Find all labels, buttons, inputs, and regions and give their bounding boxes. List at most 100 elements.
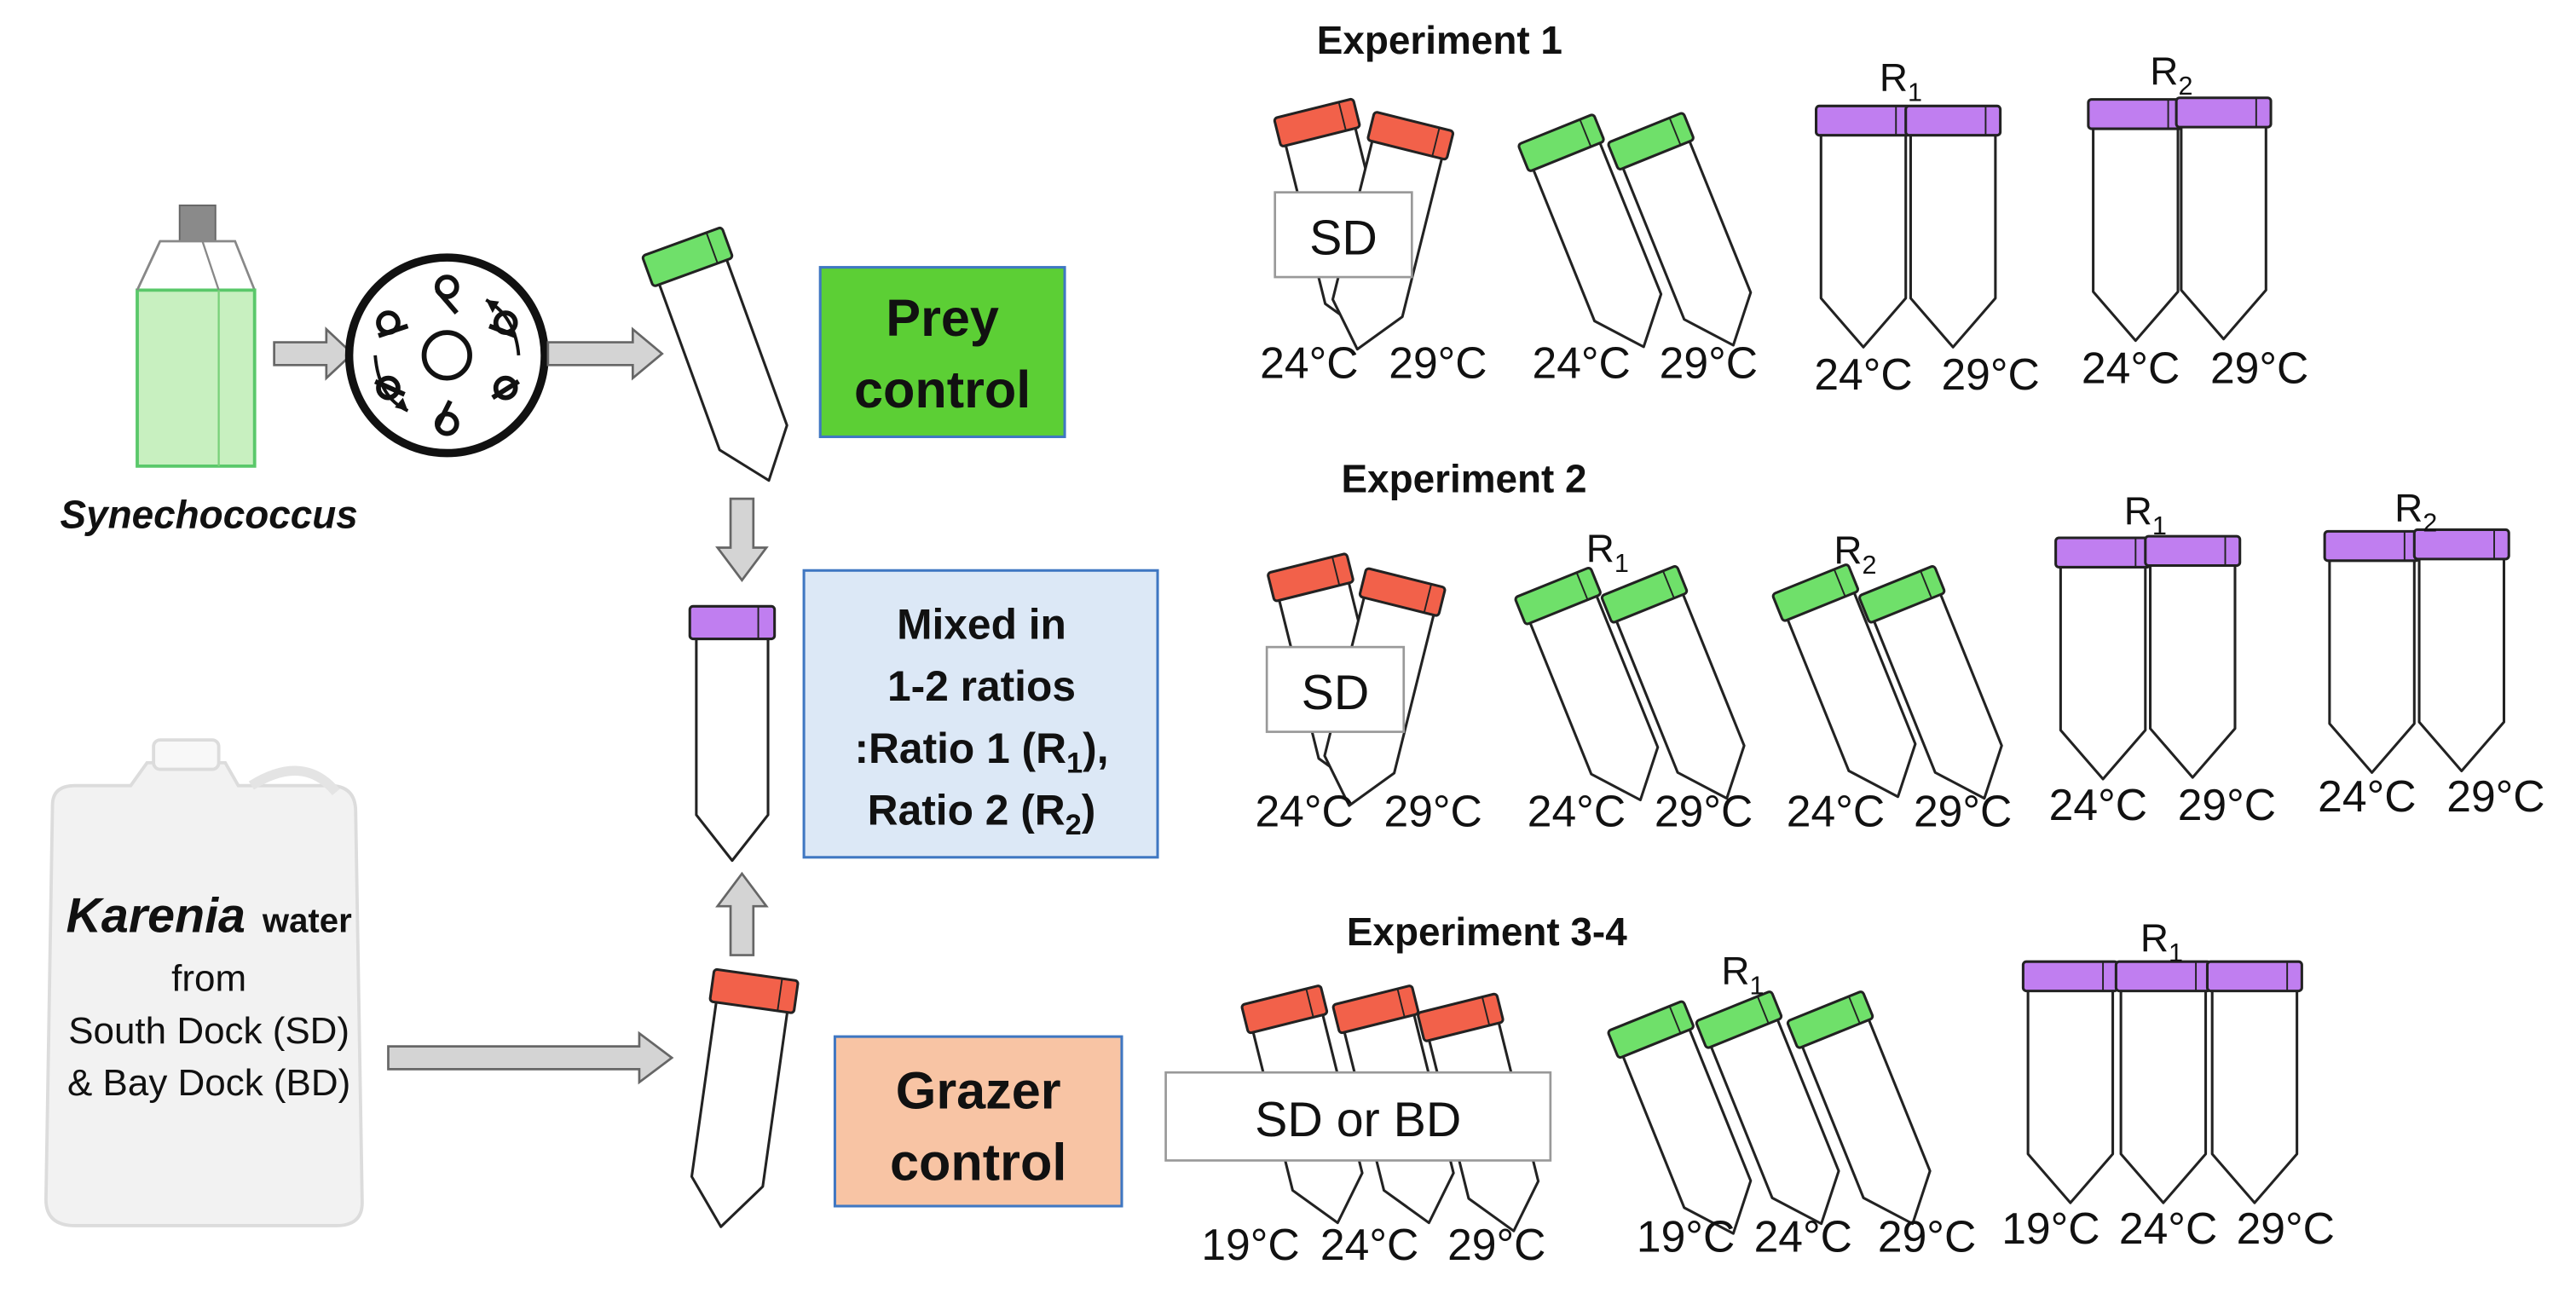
exp2-prey-r2-tube-29-cap-ridge	[1920, 570, 1932, 599]
exp2-prey-r1-tube-24	[1514, 566, 1660, 802]
exp2-mix-r2-label: R2	[2394, 486, 2437, 537]
exp1-sd-label: SD	[1309, 211, 1378, 265]
exp2-mix-r1-tube-24	[2054, 536, 2152, 781]
exp2-prey-r1-tube-29-cap-ridge	[1662, 570, 1675, 599]
exp2-prey-r2-temp-24: 24°C	[1787, 786, 1885, 835]
exp2-temp-labels: 24°C 29°C 24°C 29°C 24°C 29°C 24°C 29°C …	[1255, 771, 2544, 835]
synechococcus-label: Synechococcus	[60, 493, 357, 537]
exp1-r2-tube-29-body	[2180, 127, 2267, 341]
grazer-control-tube	[684, 967, 800, 1233]
exp1-sd-tube-29-cap-ridge	[1431, 127, 1441, 157]
mixed-line2: 1-2 ratios	[887, 662, 1076, 710]
exp2-sd-tube-24-cap-ridge	[1331, 557, 1341, 586]
exp3-mix-tube-29-body	[2210, 990, 2299, 1204]
exp3-mix-tube-24-body	[2119, 990, 2208, 1204]
mixed-line4: Ratio 2 (R2)	[868, 787, 1096, 841]
exp2-sd-label: SD	[1302, 666, 1370, 720]
exp1-r2-tube-24	[2087, 98, 2185, 343]
exp3-mix-temp-19: 19°C	[2001, 1204, 2099, 1253]
exp2-mix-r1-tube-29-body	[2149, 565, 2237, 779]
exp1-sd-tube-24-cap	[1273, 97, 1361, 147]
exp3-sd-tube-29-cap-ridge	[1481, 996, 1491, 1026]
exp2-prey-r2-temp-29: 29°C	[1914, 786, 2012, 835]
prey-control-line1: Prey	[886, 289, 999, 347]
exp2-prey-r2-tube-24	[1771, 563, 1917, 799]
exp3-prey-r1-label: R1	[1721, 949, 1764, 1000]
exp1-sd-label-box	[1274, 191, 1413, 279]
exp2-prey-r1-tube-29	[1600, 565, 1746, 800]
mixed-line3: :Ratio 1 (R1),	[854, 725, 1108, 779]
exp2-prey-r1-tube-24-body	[1528, 595, 1660, 802]
exp2-prey-r1-tube-29-body	[1615, 593, 1746, 800]
exp1-prey-tube-24-body	[1532, 142, 1663, 349]
exp1-r1-tube-24-body	[1819, 135, 1908, 349]
exp2-sd-label-box	[1265, 645, 1406, 733]
exp1-prey-tube-29-cap-ridge	[1668, 117, 1682, 146]
prey-control-line2: control	[854, 361, 1031, 419]
arrow-centrifuge-to-tube	[546, 326, 664, 381]
exp1-r2-tube-24-body	[2092, 129, 2180, 343]
experiment-3-4-title: Experiment 3-4	[1347, 909, 1627, 954]
exp3-sd-tube-19-cap	[1240, 984, 1329, 1035]
exp3-prey-tube-19	[1607, 1000, 1753, 1235]
water-word: water	[262, 902, 352, 940]
exp3-sd-tube-24-cap-ridge	[1396, 988, 1406, 1018]
exp2-mix-r1-tube-24-body	[2059, 567, 2147, 781]
exp1-sd-tube-24-cap-ridge	[1337, 101, 1347, 131]
exp1-r2-tube-29-cap	[2175, 96, 2273, 129]
exp1-prey-tube-29-cap	[1607, 112, 1695, 170]
exp3-prey-tube-29-cap	[1786, 990, 1874, 1049]
exp2-mix-r1-tube-29	[2144, 534, 2242, 779]
exp2-mix-r2-tube-24	[2323, 529, 2421, 774]
exp1-sd-tube-29-cap	[1366, 111, 1455, 161]
exp1-r1-tube-29-cap	[1904, 104, 2002, 137]
exp3-sd-tube-19-cap-ridge	[1305, 988, 1314, 1018]
exp2-prey-r1-tube-24-cap	[1514, 566, 1602, 626]
exp2-sd-temp-24: 24°C	[1255, 786, 1353, 835]
exp2-prey-r2-tube-24-cap-ridge	[1833, 569, 1846, 598]
exp3-prey-tube-19-cap	[1607, 1000, 1695, 1059]
karenia-water-label: Karenia water	[66, 889, 353, 944]
mixed-ratio-box	[802, 569, 1159, 859]
from-label: from	[171, 958, 246, 1000]
exp3-prey-temp-19: 19°C	[1637, 1212, 1735, 1261]
exp3-prey-temp-24: 24°C	[1754, 1212, 1852, 1261]
exp1-prey-tube-24	[1517, 113, 1663, 349]
exp3-mix-tube-19-body	[2026, 990, 2115, 1204]
prey-control-box	[818, 266, 1066, 438]
exp1-r2-label: R2	[2150, 49, 2192, 100]
exp2-prey-r2-tube-29-cap	[1858, 565, 1946, 624]
exp2-prey-r2-tube-29	[1858, 565, 2003, 800]
exp2-prey-r2-tube-29-body	[1873, 593, 2003, 800]
exp2-mix-r1-tube-29-cap	[2144, 534, 2242, 568]
exp3-mix-tube-24	[2114, 960, 2212, 1204]
exp1-r1-temp-29: 29°C	[1941, 349, 2039, 399]
exp2-prey-r1-temp-29: 29°C	[1655, 786, 1753, 835]
exp3-prey-tube-29	[1786, 990, 1932, 1226]
exp3-prey-tube-29-cap-ridge	[1848, 996, 1861, 1025]
karenia-water-jug-icon	[44, 738, 364, 1227]
exp3-prey-tube-19-body	[1621, 1029, 1753, 1235]
exp1-r1-temp-24: 24°C	[1814, 349, 1912, 399]
exp2-sd-tube-29-cap	[1358, 567, 1447, 617]
exp2-mix-r2-temp-24: 24°C	[2318, 771, 2416, 821]
exp3-temp-labels: 19°C 24°C 29°C 19°C 24°C 29°C 19°C 24°C …	[1201, 1204, 2335, 1269]
exp1-r1-label: R1	[1880, 55, 1922, 107]
exp2-prey-r1-label: R1	[1586, 527, 1629, 578]
exp2-sd-temp-29: 29°C	[1384, 786, 1482, 835]
exp3-sd-temp-24: 24°C	[1320, 1220, 1418, 1269]
exp2-prey-r1-tube-24-cap-ridge	[1575, 572, 1589, 601]
exp3-prey-tube-24	[1695, 990, 1840, 1226]
exp2-mix-r2-tube-24-body	[2328, 560, 2416, 774]
experiment-2-title: Experiment 2	[1341, 456, 1586, 500]
exp3-mix-temp-29: 29°C	[2237, 1204, 2335, 1253]
exp3-sd-bd-label: SD or BD	[1255, 1093, 1461, 1147]
arrow-grazer-to-mixed	[715, 871, 769, 956]
exp1-r1-tube-29	[1904, 104, 2002, 349]
exp1-r1-tube-24	[1815, 104, 1912, 349]
exp3-sd-bd-label-box	[1164, 1071, 1552, 1162]
exp2-mix-r1-temp-29: 29°C	[2178, 780, 2276, 829]
exp3-prey-tube-29-body	[1801, 1019, 1932, 1226]
exp2-prey-r2-tube-24-body	[1786, 592, 1917, 799]
